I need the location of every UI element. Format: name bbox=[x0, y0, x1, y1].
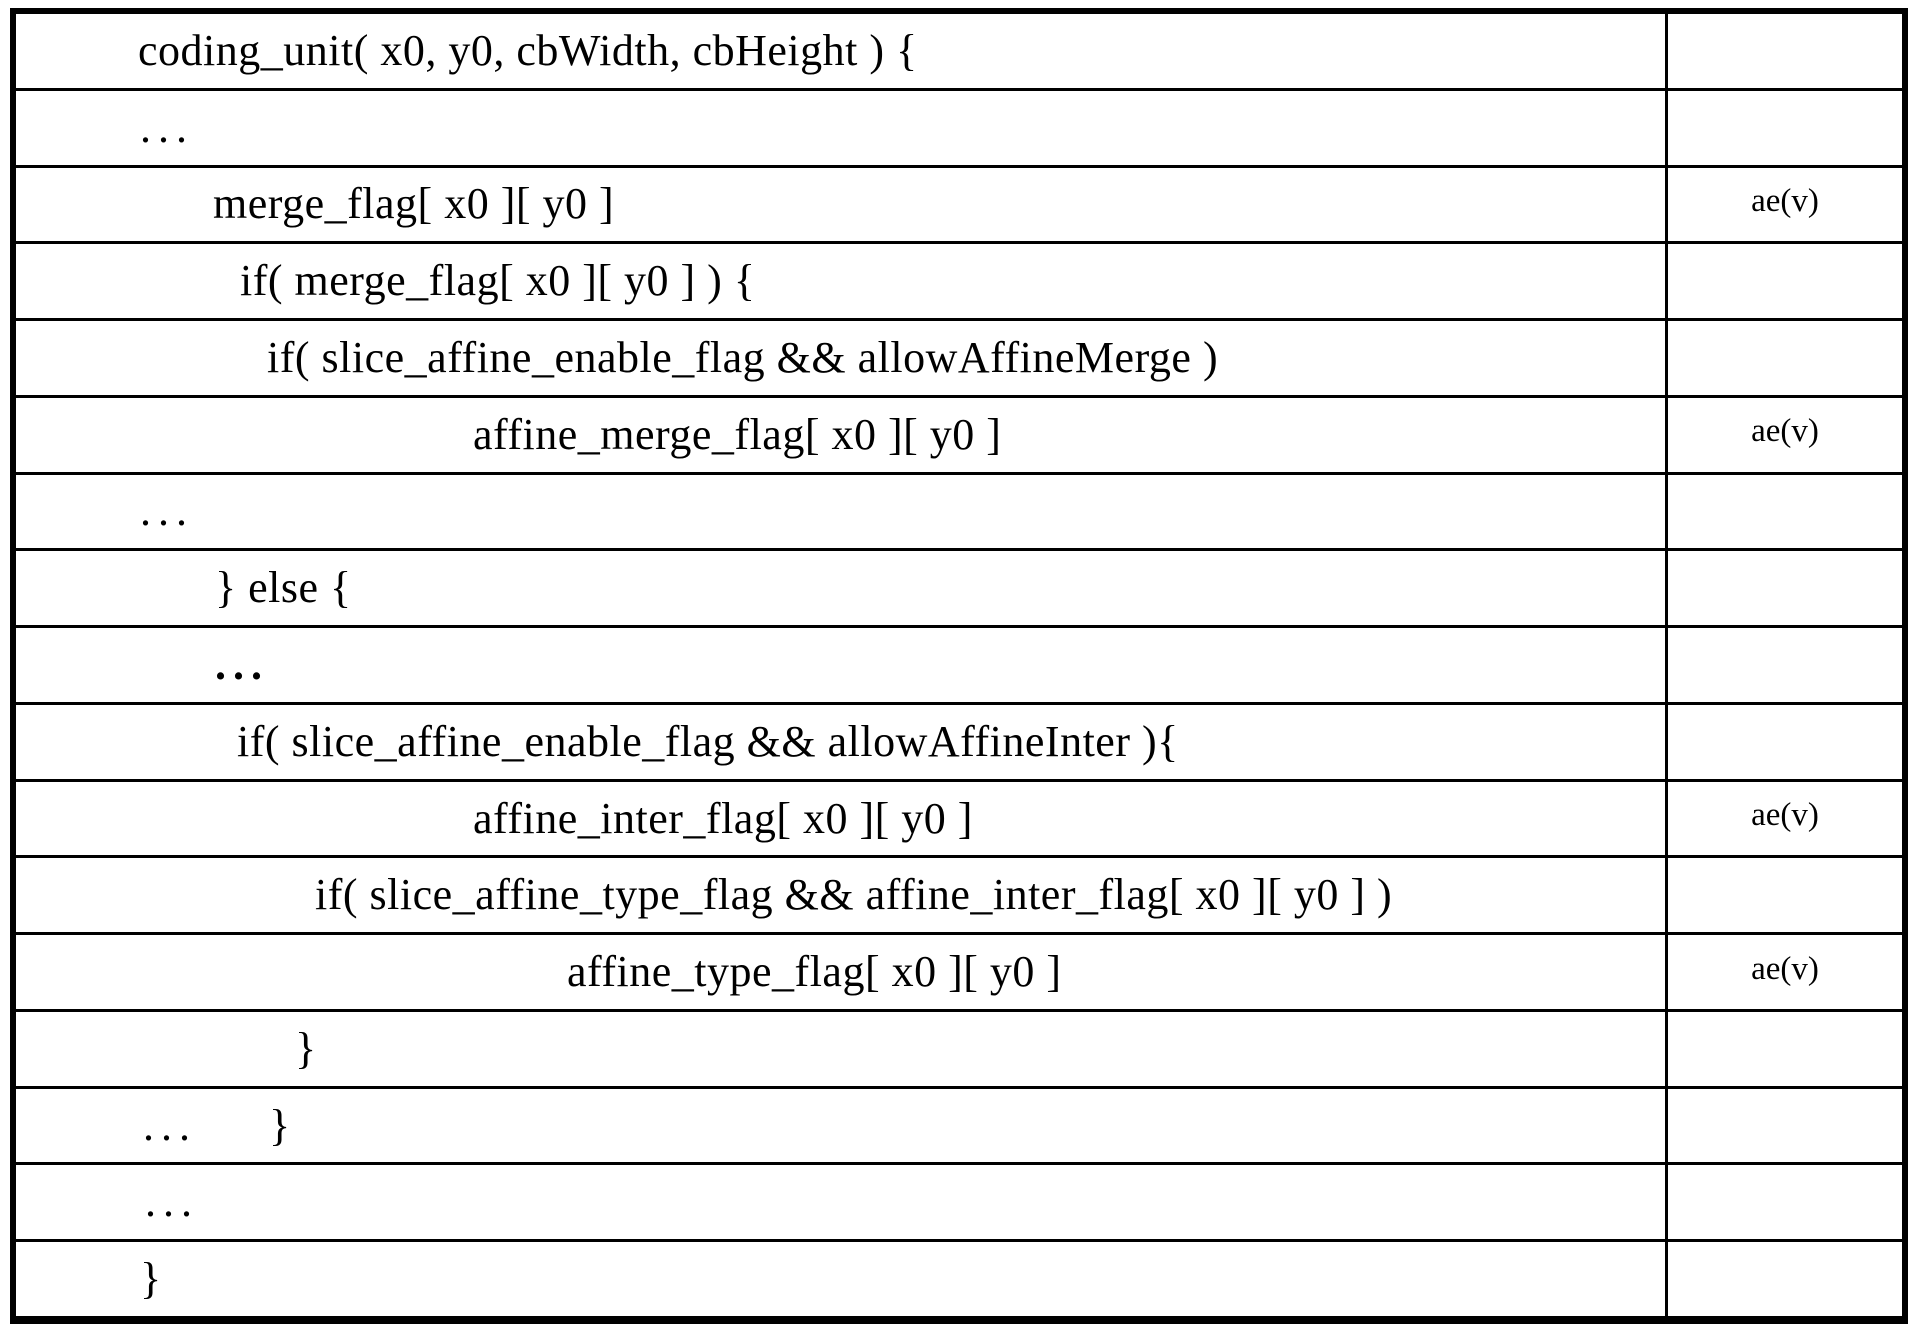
table-row: if( slice_affine_type_flag && affine_int… bbox=[16, 858, 1902, 936]
coding-unit-syntax-table: coding_unit( x0, y0, cbWidth, cbHeight )… bbox=[10, 8, 1908, 1324]
table-row: affine_merge_flag[ x0 ][ y0 ] ae(v) bbox=[16, 397, 1902, 475]
syntax-cell: ... bbox=[16, 91, 1665, 165]
descriptor-cell bbox=[1665, 14, 1902, 88]
syntax-cell: coding_unit( x0, y0, cbWidth, cbHeight )… bbox=[16, 14, 1665, 88]
descriptor-cell: ae(v) bbox=[1665, 397, 1902, 472]
descriptor-cell bbox=[1665, 628, 1902, 702]
syntax-cell-text: ... bbox=[140, 486, 194, 536]
table-row: ... bbox=[16, 628, 1902, 705]
descriptor-cell bbox=[1665, 1165, 1902, 1240]
syntax-cell: affine_type_flag[ x0 ][ y0 ] bbox=[16, 935, 1665, 1009]
table-row: affine_inter_flag[ x0 ][ y0 ] ae(v) bbox=[16, 781, 1902, 859]
syntax-cell-text: coding_unit( x0, y0, cbWidth, cbHeight )… bbox=[138, 25, 918, 75]
syntax-cell: affine_merge_flag[ x0 ][ y0 ] bbox=[16, 398, 1665, 472]
descriptor-cell bbox=[1665, 90, 1902, 165]
syntax-cell: } else { bbox=[16, 551, 1665, 625]
syntax-cell-text: if( slice_affine_enable_flag && allowAff… bbox=[237, 716, 1179, 766]
descriptor-cell bbox=[1665, 704, 1902, 779]
table-row: ... } bbox=[16, 1088, 1902, 1166]
syntax-cell-text: ... bbox=[145, 1177, 199, 1227]
descriptor-cell-text: ae(v) bbox=[1751, 413, 1819, 450]
syntax-cell: ... } bbox=[16, 1089, 1665, 1163]
syntax-cell: if( slice_affine_enable_flag && allowAff… bbox=[16, 321, 1665, 395]
table-row: if( slice_affine_enable_flag && allowAff… bbox=[16, 704, 1902, 782]
descriptor-cell-text: ae(v) bbox=[1751, 797, 1819, 834]
syntax-cell: if( merge_flag[ x0 ][ y0 ] ) { bbox=[16, 244, 1665, 318]
syntax-cell-text: } bbox=[295, 1023, 317, 1073]
table-row: } bbox=[16, 1242, 1902, 1317]
table-row: if( merge_flag[ x0 ][ y0 ] ) { bbox=[16, 244, 1902, 322]
syntax-cell-text: } else { bbox=[215, 563, 352, 613]
table-row: merge_flag[ x0 ][ y0 ] ae(v) bbox=[16, 167, 1902, 245]
table-row: } else { bbox=[16, 551, 1902, 629]
syntax-cell: } bbox=[16, 1242, 1665, 1316]
table-row: ... bbox=[16, 474, 1902, 552]
descriptor-cell bbox=[1665, 321, 1902, 395]
syntax-cell: affine_inter_flag[ x0 ][ y0 ] bbox=[16, 782, 1665, 856]
descriptor-cell bbox=[1665, 1088, 1902, 1163]
descriptor-cell bbox=[1665, 858, 1902, 933]
syntax-cell: ... bbox=[16, 475, 1665, 549]
syntax-cell-text: if( slice_affine_enable_flag && allowAff… bbox=[267, 332, 1219, 382]
syntax-cell: ... bbox=[16, 1165, 1665, 1239]
syntax-cell: ... bbox=[16, 628, 1665, 702]
syntax-cell-text: } bbox=[140, 1254, 162, 1304]
syntax-cell: if( slice_affine_type_flag && affine_int… bbox=[16, 858, 1665, 932]
syntax-cell-text: if( merge_flag[ x0 ][ y0 ] ) { bbox=[240, 256, 756, 306]
descriptor-cell-text: ae(v) bbox=[1751, 950, 1819, 987]
syntax-cell-text: if( slice_affine_type_flag && affine_int… bbox=[315, 870, 1393, 920]
descriptor-cell bbox=[1665, 1242, 1902, 1317]
syntax-cell: } bbox=[16, 1012, 1665, 1086]
descriptor-cell bbox=[1665, 1011, 1902, 1086]
syntax-cell: merge_flag[ x0 ][ y0 ] bbox=[16, 168, 1665, 242]
syntax-cell-text: affine_type_flag[ x0 ][ y0 ] bbox=[567, 947, 1062, 997]
table-row: affine_type_flag[ x0 ][ y0 ] ae(v) bbox=[16, 935, 1902, 1012]
descriptor-cell: ae(v) bbox=[1665, 167, 1902, 242]
syntax-cell-text: ... bbox=[140, 102, 194, 152]
syntax-cell: if( slice_affine_enable_flag && allowAff… bbox=[16, 705, 1665, 779]
descriptor-cell: ae(v) bbox=[1665, 781, 1902, 856]
table-row: ... bbox=[16, 90, 1902, 168]
syntax-cell-text: ... bbox=[215, 640, 269, 689]
table-row: if( slice_affine_enable_flag && allowAff… bbox=[16, 321, 1902, 398]
table-row: } bbox=[16, 1011, 1902, 1089]
syntax-cell-text: ... } bbox=[143, 1100, 298, 1150]
descriptor-cell bbox=[1665, 474, 1902, 549]
descriptor-cell bbox=[1665, 244, 1902, 319]
syntax-cell-text: merge_flag[ x0 ][ y0 ] bbox=[213, 179, 615, 229]
descriptor-cell-text: ae(v) bbox=[1751, 182, 1819, 219]
descriptor-cell bbox=[1665, 551, 1902, 626]
syntax-cell-text: affine_merge_flag[ x0 ][ y0 ] bbox=[473, 409, 1002, 459]
table-row: coding_unit( x0, y0, cbWidth, cbHeight )… bbox=[16, 14, 1902, 91]
syntax-cell-text: affine_inter_flag[ x0 ][ y0 ] bbox=[473, 793, 973, 843]
table-row: ... bbox=[16, 1165, 1902, 1243]
descriptor-cell: ae(v) bbox=[1665, 935, 1902, 1009]
